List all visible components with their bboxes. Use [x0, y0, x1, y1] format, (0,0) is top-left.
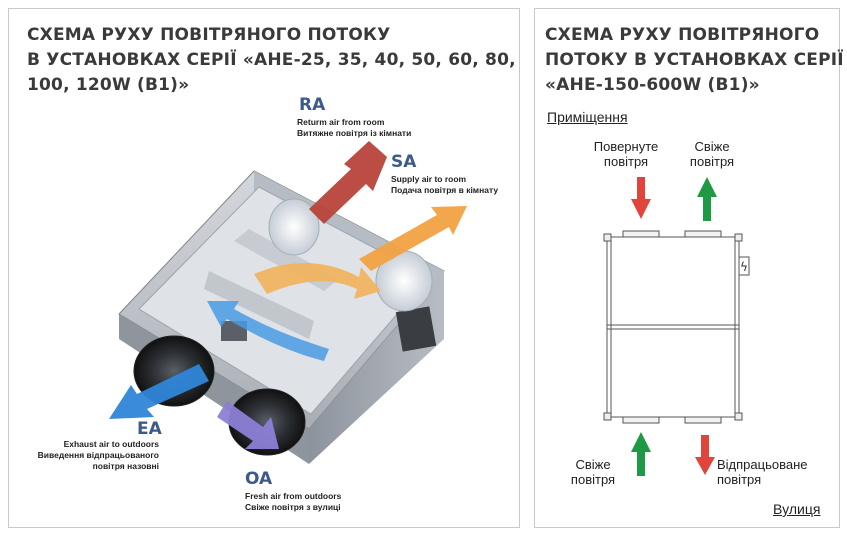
sa-desc-en: Supply air to room	[391, 174, 467, 184]
right-diagram-panel: СХЕМА РУХУ ПОВІТРЯНОГО ПОТОКУ В УСТАНОВК…	[534, 8, 844, 528]
sa-description: Supply air to room Подача повітря в кімн…	[391, 174, 498, 196]
room-label: Приміщення	[547, 109, 628, 125]
return-air-down-arrow	[631, 177, 651, 219]
ea-desc-ua-1: Виведення відпрацьованого	[37, 450, 159, 460]
street-label: Вулиця	[773, 501, 821, 517]
power-icon: ϟ	[740, 260, 748, 274]
return-air-arrow	[309, 141, 387, 224]
ea-code: EA	[137, 419, 162, 439]
right-title-line-3: «AHE-150-600W (B1)»	[545, 75, 760, 95]
ra-desc-en: Returm air from room	[297, 117, 385, 127]
right-title-line-1: СХЕМА РУХУ ПОВІТРЯНОГО	[545, 25, 820, 45]
exhaust-fan	[268, 198, 320, 256]
left-title-line-3: 100, 120W (B1)»	[27, 75, 190, 95]
right-title-line-2: ПОТОКУ В УСТАНОВКАХ СЕРІЇ	[545, 50, 844, 70]
exhaust-air-label: Відпрацьоване повітря	[717, 457, 825, 487]
exhaust-air-line-1: Відпрацьоване	[717, 457, 808, 472]
fresh-air-up-arrow	[697, 177, 717, 221]
oa-desc-ua: Свіже повітря з вулиці	[245, 502, 341, 512]
ventilation-unit-illustration	[109, 141, 467, 464]
ea-description: Exhaust air to outdoors Виведення відпра…	[29, 439, 159, 472]
ea-desc-ua-2: повітря назовні	[92, 461, 159, 471]
fresh-air-top-line-2: повітря	[689, 154, 735, 169]
exhaust-air-line-2: повітря	[717, 472, 762, 487]
unit-box	[603, 230, 750, 424]
left-panel-title: СХЕМА РУХУ ПОВІТРЯНОГО ПОТОКУ В УСТАНОВК…	[27, 23, 516, 98]
internal-warm-flow-arrow	[254, 262, 381, 299]
oa-code: OA	[245, 469, 273, 489]
oa-desc-en: Fresh air from outdoors	[245, 491, 342, 501]
exhaust-air-arrow	[109, 364, 209, 419]
return-air-line-1: Повернуте	[593, 139, 659, 154]
return-air-line-2: повітря	[603, 154, 649, 169]
sa-desc-ua: Подача повітря в кімнату	[391, 185, 499, 195]
fresh-air-bottom-up-arrow	[631, 432, 651, 476]
ra-desc-ua: Витяжне повітря із кімнати	[297, 128, 412, 138]
return-air-label: Повернуте повітря	[583, 139, 669, 169]
unit-housing	[118, 170, 445, 464]
exhaust-air-down-arrow	[695, 435, 715, 475]
ra-description: Returm air from room Витяжне повітря із …	[297, 117, 411, 139]
supply-air-arrow	[359, 206, 467, 271]
fresh-air-bottom-label: Свіже повітря	[563, 457, 623, 487]
left-title-line-1: СХЕМА РУХУ ПОВІТРЯНОГО ПОТОКУ	[27, 25, 391, 45]
ra-code: RA	[299, 95, 326, 115]
fresh-air-bottom-line-1: Свіже	[575, 457, 611, 472]
left-diagram-panel: СХЕМА РУХУ ПОВІТРЯНОГО ПОТОКУ В УСТАНОВК…	[8, 8, 520, 528]
fresh-air-arrow	[217, 401, 279, 449]
unit-schematic: ϟ	[603, 177, 750, 476]
sa-code: SA	[391, 152, 417, 172]
fresh-air-top-label: Свіже повітря	[677, 139, 747, 169]
internal-cold-flow-arrow	[207, 301, 329, 361]
oa-description: Fresh air from outdoors Свіже повітря з …	[245, 491, 341, 513]
left-title-line-2: В УСТАНОВКАХ СЕРІЇ «AHE-25, 35, 40, 50, …	[27, 50, 516, 70]
right-panel-title: СХЕМА РУХУ ПОВІТРЯНОГО ПОТОКУ В УСТАНОВК…	[545, 23, 844, 98]
ea-desc-en: Exhaust air to outdoors	[63, 439, 159, 449]
fresh-air-bottom-line-2: повітря	[570, 472, 616, 487]
fresh-air-top-line-1: Свіже	[694, 139, 730, 154]
